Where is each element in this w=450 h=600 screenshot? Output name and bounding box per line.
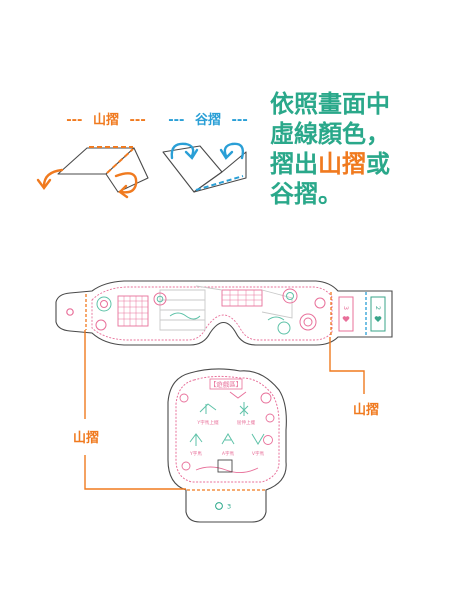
mask-crosshatch-left [117,295,149,327]
callout-right-line [329,337,365,394]
mask-tab-number-1: 3 [342,306,350,310]
valley-fold-arrow-right-icon [219,142,245,160]
legend-mountain-label: 山摺 [93,112,119,128]
pose-label-4: A字馬 [222,450,235,457]
mask-swirl-decorations [95,288,326,335]
stand-tab-number: 3 [227,503,231,511]
mask-tab-box-3: 3 [338,296,354,332]
eye-mask-cutout: 3 2 [55,280,393,346]
mask-shelf-right [195,285,293,319]
eye-mask-outline [55,280,393,346]
legend-mountain-fold: --- 山摺 --- [36,112,149,199]
fold-label-right: 山摺 [353,402,379,418]
legend-mountain-dash-right: --- [130,113,146,128]
pose-label-3: Y字馬 [189,450,202,457]
recycle-icon [215,502,223,510]
mountain-fold-ridge-line-2 [106,148,134,174]
legend-valley-dash-right: --- [232,113,248,128]
instruction-line-2-seg-1: 虛線顏色， [270,120,390,148]
mask-tab-box-2: 2 [370,296,386,332]
mask-tab-number-2: 2 [374,306,382,310]
instruction-line-3-seg-1: 摺出 [270,150,318,178]
stand-outline [167,368,287,523]
instruction-text: 依照畫面中 虛線顏色， 摺出山摺或 谷摺。 [270,90,390,208]
stand-balloon-decorations [179,391,275,473]
fold-label-left: 山摺 [73,430,99,446]
callout-left-line-bottom [84,455,186,490]
valley-fold-arrow-left-icon [170,142,199,160]
callout-right: 山摺 [329,337,379,418]
instruction-line-1: 依照畫面中 [270,90,390,118]
pose-label-1: Y字馬上擺 [196,419,219,426]
stand-header: 【遊戲區】 [210,380,243,389]
mask-crosshatch-right [221,289,263,307]
valley-fold-right-face [193,151,247,193]
instruction-line-4: 谷摺。 [270,180,342,208]
instruction-line-1-seg-1: 依照畫面中 [270,90,390,118]
legend-valley-label: 谷摺 [195,112,221,128]
instruction-line-3: 摺出山摺或 [270,150,390,178]
heart-icon [342,316,350,322]
instruction-line-4-seg-1: 谷摺 [270,180,318,208]
heart-icon [374,316,382,322]
valley-fold-line [195,175,244,191]
mountain-fold-illustration [57,146,149,193]
legend-valley-dash-left: --- [168,113,184,128]
pose-base-icon [217,459,233,473]
callout-left: 山摺 [73,330,186,490]
valley-fold-illustration [162,145,247,193]
mountain-fold-arrow-right-icon [114,172,138,199]
instruction-line-2: 虛線顏色， [270,120,390,148]
mask-pattern [91,285,333,341]
instruction-line-3-seg-3: 或 [366,150,390,178]
instruction-line-3-seg-2: 山摺 [318,150,366,178]
pose-label-2: 屈伸上擺 [237,419,256,426]
legend-valley-title: --- 谷摺 --- [168,112,247,128]
legend-valley-fold: --- 谷摺 --- [162,112,248,193]
stand-header-box [209,378,243,390]
pose-icon [189,433,265,446]
mountain-fold-arrow-left-icon [36,168,64,190]
stand-inner-border [175,375,280,483]
instruction-line-4-seg-2: 。 [318,180,342,208]
pose-icon [199,402,249,416]
legend-mountain-title: --- 山摺 --- [66,112,145,128]
legend-mountain-dash-left: --- [66,113,82,128]
stand-cutout: 【遊戲區】 Y字馬上擺 屈伸上擺 Y字馬 A字馬 V字馬 [167,368,287,523]
mask-left-tab-hole-icon [66,308,74,316]
pose-label-5: V字馬 [252,450,265,457]
mask-shelf-left [159,289,206,331]
